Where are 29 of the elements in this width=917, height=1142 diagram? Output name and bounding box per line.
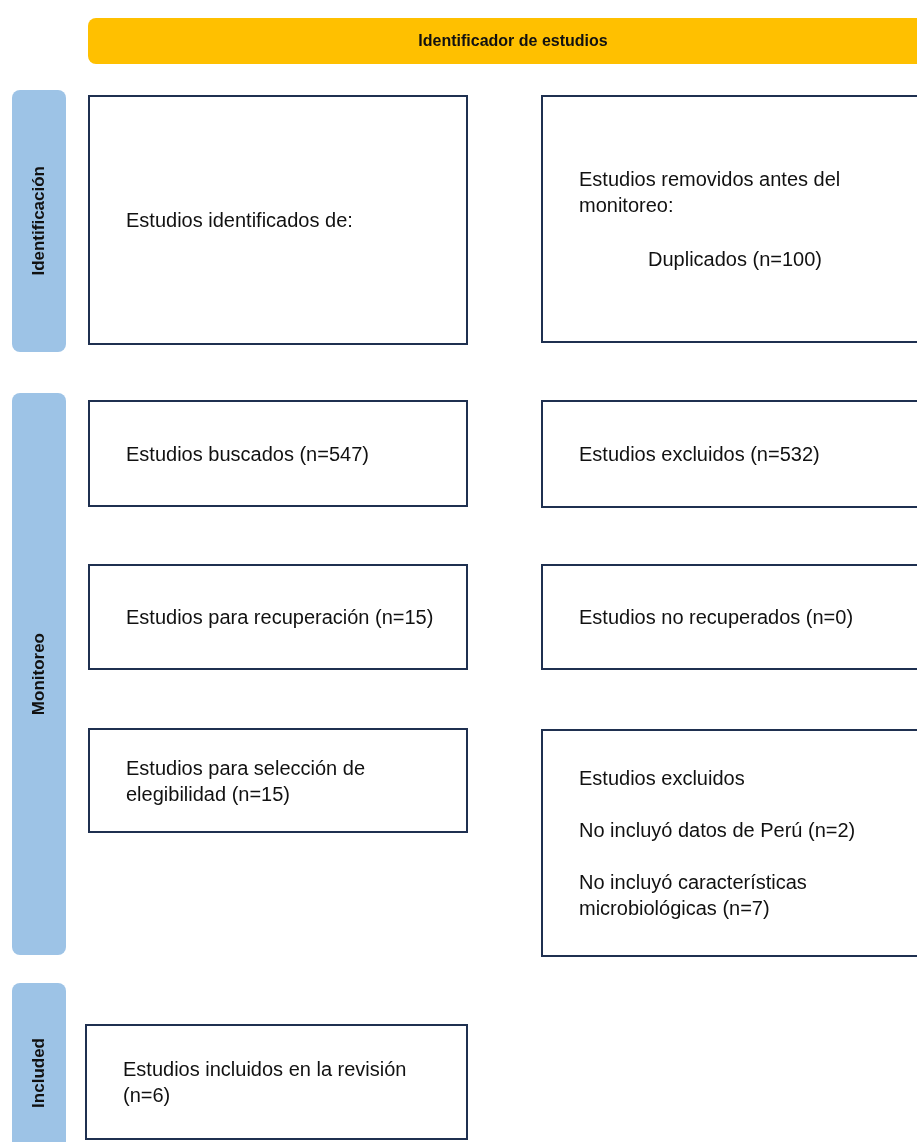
process-box [88, 728, 468, 833]
box-text: No incluyó datos de Perú (n=2) [579, 818, 857, 843]
box-text: Estudios buscados (n=547) [126, 441, 370, 467]
box-text: Estudios no recuperados (n=0) [579, 605, 855, 630]
phase-label: Identificador de estudios [418, 32, 608, 50]
box-text: Estudios identificados de: [126, 208, 354, 233]
phase-label-band [12, 393, 66, 955]
box-text: Estudios para selección de elegibilidad (n=15) [126, 755, 367, 807]
box-text: Duplicados (n=100) [648, 247, 822, 272]
box-text: Estudios incluidos en la revisión (n=6) [123, 1057, 408, 1108]
process-box [85, 1024, 468, 1140]
box-text: Estudios excluidos [579, 766, 746, 791]
box-text: Estudios excluidos (n=532) [579, 442, 821, 467]
process-box [541, 729, 917, 957]
process-box [88, 564, 468, 670]
process-box [88, 95, 468, 345]
box-text: Estudios para recuperación (n=15) [126, 605, 435, 630]
phase-label-band [12, 90, 66, 352]
process-box [541, 400, 917, 508]
process-box [541, 564, 917, 670]
box-text: No incluyó características microbiológicas (n=7) [579, 870, 808, 921]
box-text: Estudios removidos antes del monitoreo: [579, 167, 842, 218]
process-box [88, 400, 468, 507]
phase-label: Included [29, 1038, 49, 1108]
process-box [541, 95, 917, 343]
phase-label: Monitoreo [29, 632, 49, 716]
header-band [88, 18, 917, 64]
phase-label-band [12, 983, 66, 1142]
phase-label: Identificación [29, 166, 49, 276]
